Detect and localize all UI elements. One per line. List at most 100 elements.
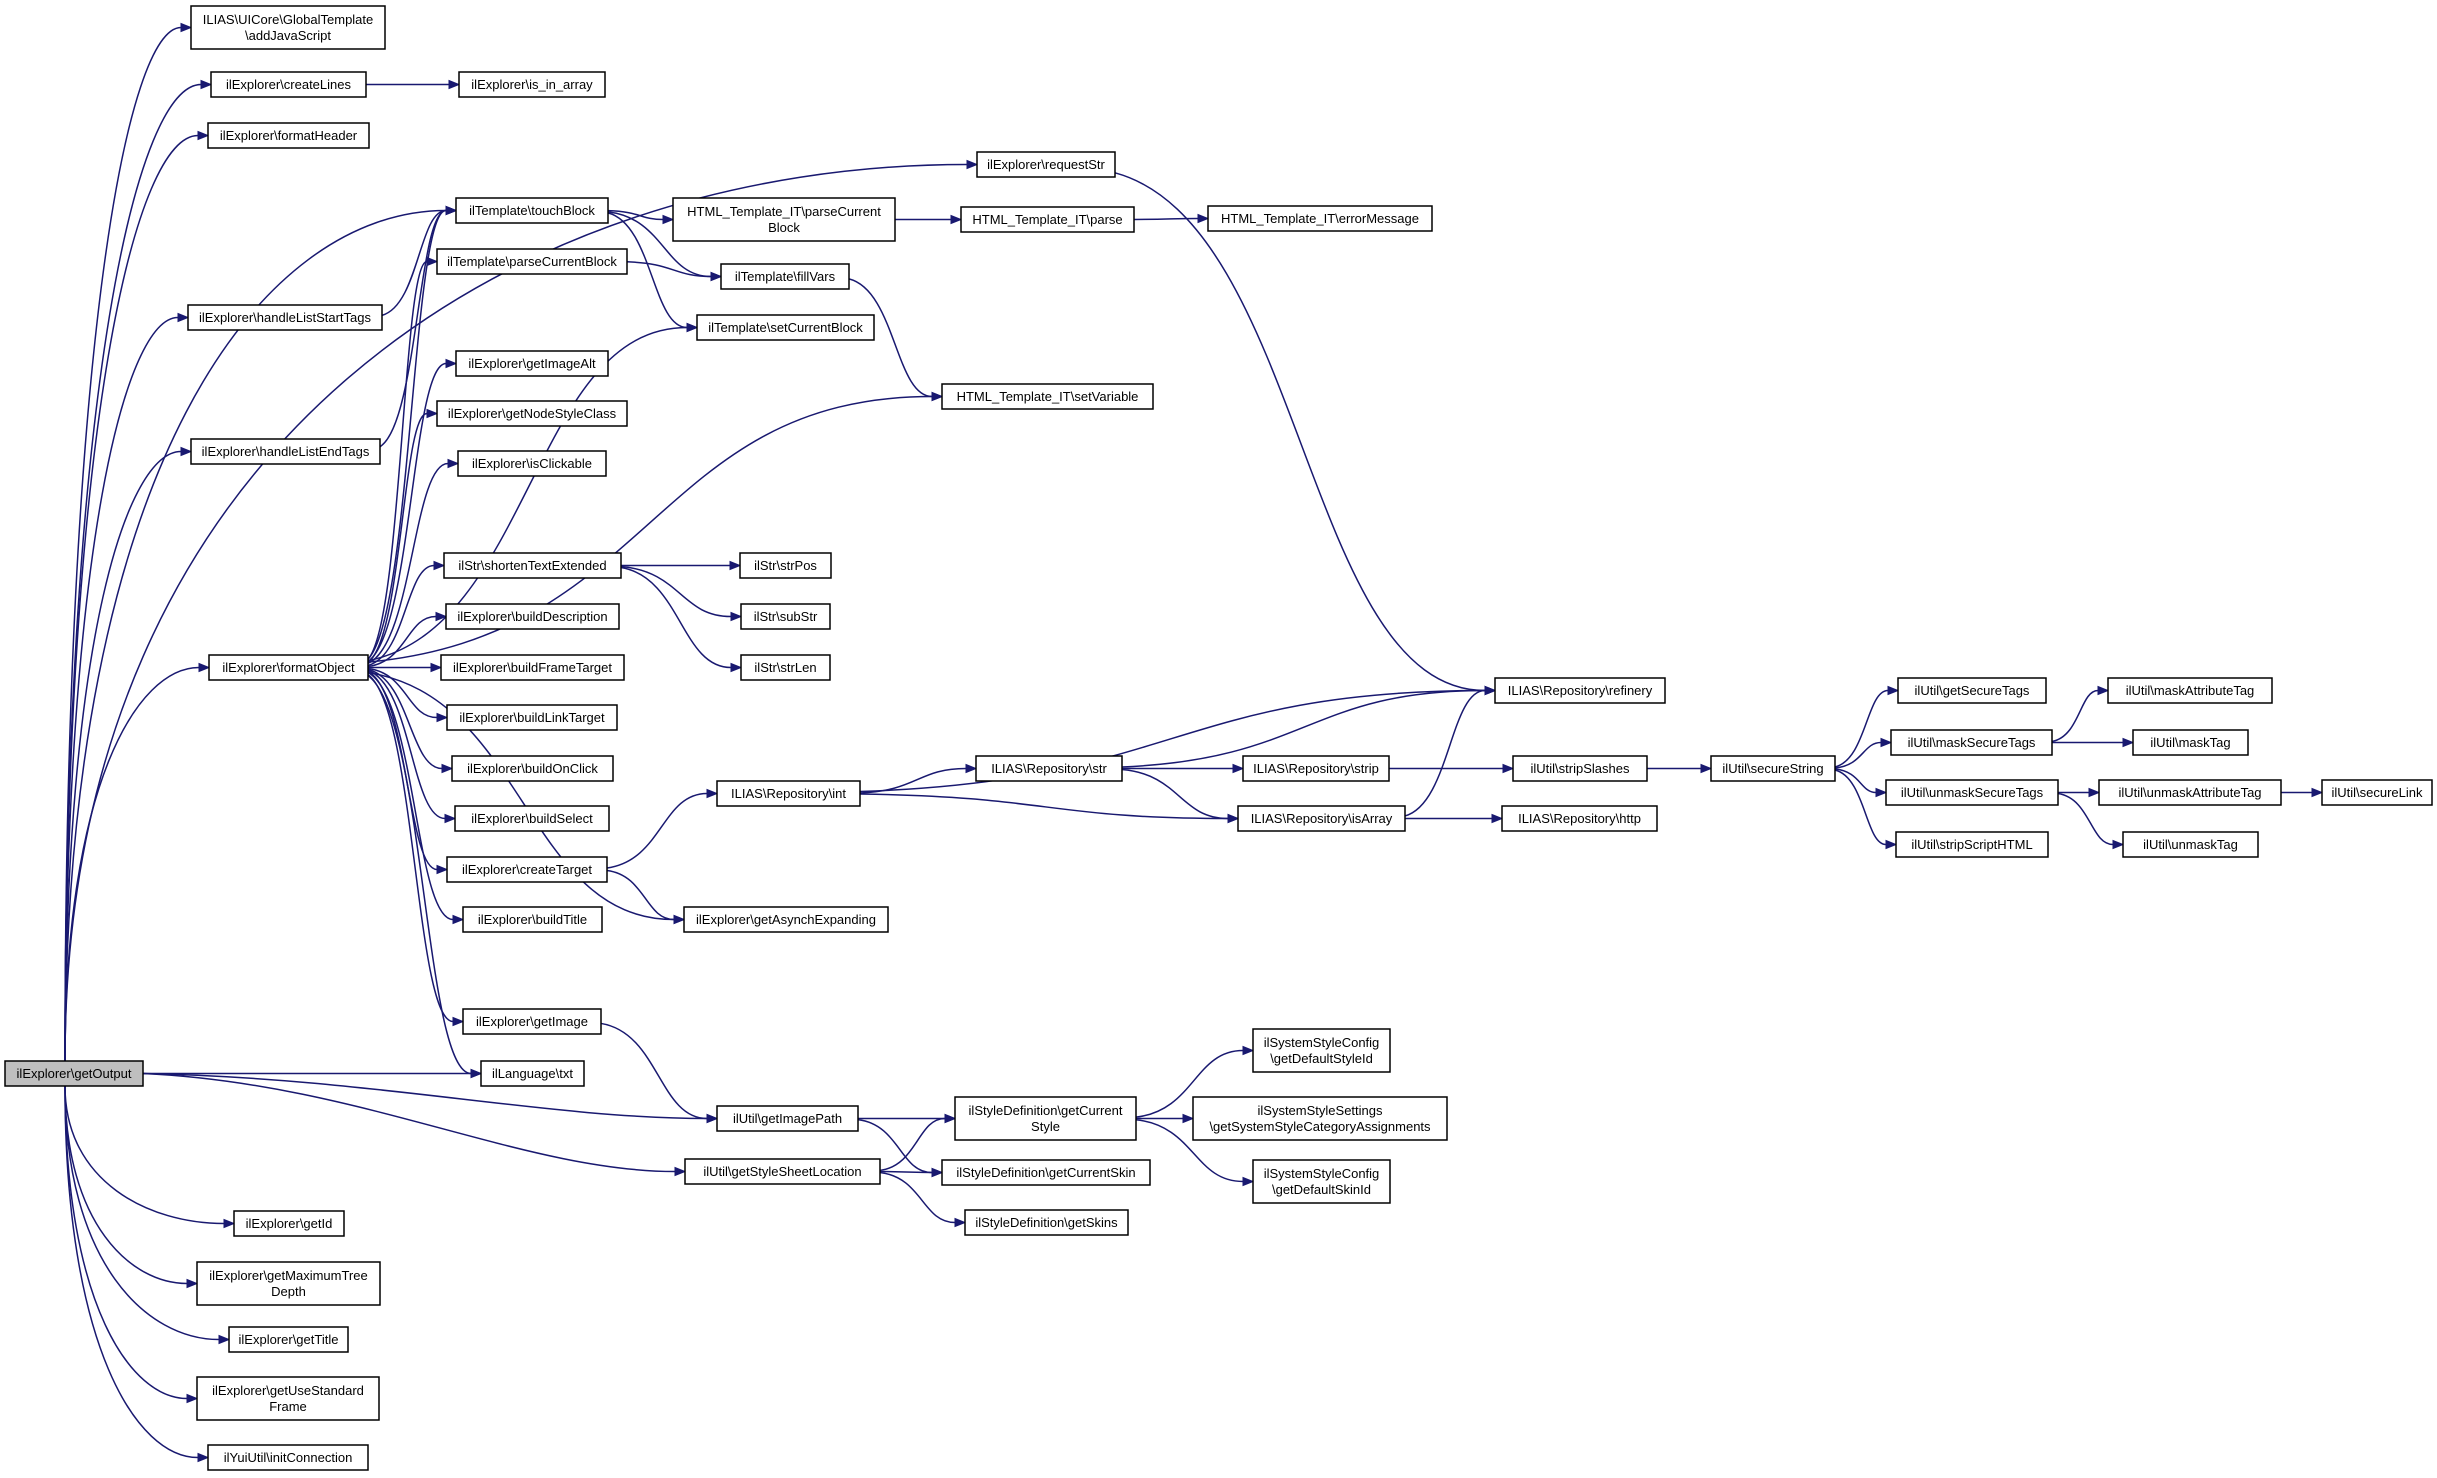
node-str-len[interactable]: ilStr\strLen bbox=[740, 654, 831, 681]
node-repo-str[interactable]: ILIAS\Repository\str bbox=[975, 755, 1123, 782]
node-get-default-skin-id[interactable]: ilSystemStyleConfig\getDefaultSkinId bbox=[1252, 1159, 1391, 1204]
edge-line bbox=[1133, 217, 1199, 221]
node-is-clickable[interactable]: ilExplorer\isClickable bbox=[457, 450, 607, 477]
node-secure-string[interactable]: ilUtil\secureString bbox=[1710, 755, 1836, 782]
node-mask-attribute-tag[interactable]: ilUtil\maskAttributeTag bbox=[2107, 677, 2273, 704]
edge-secure-string-to-get-secure-tags bbox=[1834, 685, 1900, 768]
node-html-parse-current-block[interactable]: HTML_Template_IT\parseCurrentBlock bbox=[672, 197, 896, 242]
edge-line bbox=[859, 689, 1486, 793]
node-create-lines[interactable]: ilExplorer\createLines bbox=[210, 71, 367, 98]
edge-secure-string-to-unmask-secure-tags bbox=[1834, 768, 1888, 798]
node-secure-link[interactable]: ilUtil\secureLink bbox=[2321, 779, 2433, 806]
node-get-secure-tags[interactable]: ilUtil\getSecureTags bbox=[1897, 677, 2047, 704]
node-get-output[interactable]: ilExplorer\getOutput bbox=[4, 1060, 144, 1087]
node-box bbox=[941, 383, 1154, 410]
node-get-current-skin[interactable]: ilStyleDefinition\getCurrentSkin bbox=[941, 1159, 1151, 1186]
node-label: ILIAS\Repository\int bbox=[731, 786, 846, 801]
node-error-message[interactable]: HTML_Template_IT\errorMessage bbox=[1207, 205, 1433, 232]
node-label: ilUtil\getStyleSheetLocation bbox=[703, 1164, 861, 1179]
node-shorten-text-extended[interactable]: ilStr\shortenTextExtended bbox=[443, 552, 622, 579]
node-request-str[interactable]: ilExplorer\requestStr bbox=[976, 151, 1116, 178]
node-get-image[interactable]: ilExplorer\getImage bbox=[462, 1008, 602, 1035]
node-add-java-script[interactable]: ILIAS\UICore\GlobalTemplate\addJavaScrip… bbox=[190, 5, 386, 50]
node-label: ilUtil\getSecureTags bbox=[1915, 683, 2030, 698]
node-get-id[interactable]: ilExplorer\getId bbox=[233, 1210, 345, 1237]
edge-format-object-to-build-description bbox=[367, 611, 448, 668]
node-sub-str[interactable]: ilStr\subStr bbox=[740, 603, 831, 630]
node-fill-vars[interactable]: ilTemplate\fillVars bbox=[720, 263, 850, 290]
node-mask-tag[interactable]: ilUtil\maskTag bbox=[2132, 729, 2249, 756]
node-box bbox=[1885, 779, 2059, 806]
node-get-asynch-expanding[interactable]: ilExplorer\getAsynchExpanding bbox=[683, 906, 889, 933]
node-build-on-click[interactable]: ilExplorer\buildOnClick bbox=[451, 755, 614, 782]
node-get-default-style-id[interactable]: ilSystemStyleConfig\getDefaultStyleId bbox=[1252, 1028, 1391, 1073]
node-tpl-parse-current-block[interactable]: ilTemplate\parseCurrentBlock bbox=[436, 248, 628, 275]
node-box bbox=[4, 1060, 144, 1087]
node-unmask-tag[interactable]: ilUtil\unmaskTag bbox=[2122, 831, 2259, 858]
node-get-skins[interactable]: ilStyleDefinition\getSkins bbox=[964, 1209, 1129, 1236]
arrowhead-icon bbox=[436, 712, 449, 723]
node-label: ilExplorer\getTitle bbox=[239, 1332, 339, 1347]
node-box bbox=[941, 1159, 1151, 1186]
node-label: ilSystemStyleConfig bbox=[1264, 1035, 1380, 1050]
node-box bbox=[740, 654, 831, 681]
node-language-txt[interactable]: ilLanguage\txt bbox=[480, 1060, 585, 1087]
node-html-parse[interactable]: HTML_Template_IT\parse bbox=[960, 206, 1135, 233]
node-box bbox=[1252, 1159, 1391, 1204]
node-touch-block[interactable]: ilTemplate\touchBlock bbox=[455, 197, 609, 224]
node-is-array[interactable]: ILIAS\Repository\isArray bbox=[1237, 805, 1406, 832]
edge-line bbox=[142, 1072, 708, 1120]
node-build-select[interactable]: ilExplorer\buildSelect bbox=[454, 805, 610, 832]
node-unmask-secure-tags[interactable]: ilUtil\unmaskSecureTags bbox=[1885, 779, 2059, 806]
node-str-pos[interactable]: ilStr\strPos bbox=[739, 552, 832, 579]
edge-line bbox=[367, 462, 449, 665]
node-format-object[interactable]: ilExplorer\formatObject bbox=[208, 654, 369, 681]
arrowhead-icon bbox=[1875, 787, 1888, 798]
node-label: ilExplorer\getAsynchExpanding bbox=[696, 912, 876, 927]
node-get-image-path[interactable]: ilUtil\getImagePath bbox=[716, 1105, 859, 1132]
node-unmask-attribute-tag[interactable]: ilUtil\unmaskAttributeTag bbox=[2098, 779, 2282, 806]
edge-line bbox=[2057, 792, 2114, 846]
arrowhead-icon bbox=[444, 813, 457, 824]
node-build-link-target[interactable]: ilExplorer\buildLinkTarget bbox=[446, 704, 618, 731]
node-get-node-style-class[interactable]: ilExplorer\getNodeStyleClass bbox=[436, 400, 628, 427]
node-get-title[interactable]: ilExplorer\getTitle bbox=[228, 1326, 349, 1353]
node-create-target[interactable]: ilExplorer\createTarget bbox=[446, 856, 608, 883]
node-is-in-array[interactable]: ilExplorer\is_in_array bbox=[458, 71, 606, 98]
edge-request-str-to-refinery bbox=[1114, 172, 1497, 696]
edge-shorten-text-extended-to-str-pos bbox=[621, 560, 742, 571]
arrowhead-icon bbox=[433, 560, 446, 571]
node-build-frame-target[interactable]: ilExplorer\buildFrameTarget bbox=[440, 654, 625, 681]
node-strip-slashes[interactable]: ilUtil\stripSlashes bbox=[1512, 755, 1648, 782]
node-set-variable[interactable]: HTML_Template_IT\setVariable bbox=[941, 383, 1154, 410]
arrowhead-icon bbox=[445, 205, 458, 216]
node-handle-list-end-tags[interactable]: ilExplorer\handleListEndTags bbox=[190, 438, 381, 465]
edge-line bbox=[64, 1085, 188, 1400]
node-get-image-alt[interactable]: ilExplorer\getImageAlt bbox=[455, 350, 609, 377]
arrowhead-icon bbox=[435, 611, 448, 622]
node-set-current-block[interactable]: ilTemplate\setCurrentBlock bbox=[696, 314, 875, 341]
node-mask-secure-tags[interactable]: ilUtil\maskSecureTags bbox=[1890, 729, 2053, 756]
edge-line bbox=[142, 1072, 676, 1173]
node-get-system-style-category-assignments[interactable]: ilSystemStyleSettings\getSystemStyleCate… bbox=[1192, 1096, 1448, 1141]
node-refinery[interactable]: ILIAS\Repository\refinery bbox=[1494, 677, 1666, 704]
node-init-connection[interactable]: ilYuiUtil\initConnection bbox=[207, 1444, 369, 1471]
node-get-style-sheet-location[interactable]: ilUtil\getStyleSheetLocation bbox=[684, 1158, 881, 1185]
edge-get-output-to-format-object bbox=[64, 662, 211, 1062]
arrowhead-icon bbox=[954, 1217, 967, 1228]
node-build-description[interactable]: ilExplorer\buildDescription bbox=[445, 603, 620, 630]
node-label: ilExplorer\getImage bbox=[476, 1014, 588, 1029]
node-repo-strip[interactable]: ILIAS\Repository\strip bbox=[1242, 755, 1390, 782]
node-http[interactable]: ILIAS\Repository\http bbox=[1501, 805, 1658, 832]
node-box bbox=[1710, 755, 1836, 782]
node-repo-int[interactable]: ILIAS\Repository\int bbox=[716, 780, 861, 807]
node-handle-list-start-tags[interactable]: ilExplorer\handleListStartTags bbox=[187, 304, 383, 331]
node-build-title[interactable]: ilExplorer\buildTitle bbox=[462, 906, 603, 933]
edge-line bbox=[64, 1085, 188, 1285]
node-strip-script-html[interactable]: ilUtil\stripScriptHTML bbox=[1895, 831, 2049, 858]
node-format-header[interactable]: ilExplorer\formatHeader bbox=[207, 122, 370, 149]
arrowhead-icon bbox=[197, 1452, 210, 1463]
